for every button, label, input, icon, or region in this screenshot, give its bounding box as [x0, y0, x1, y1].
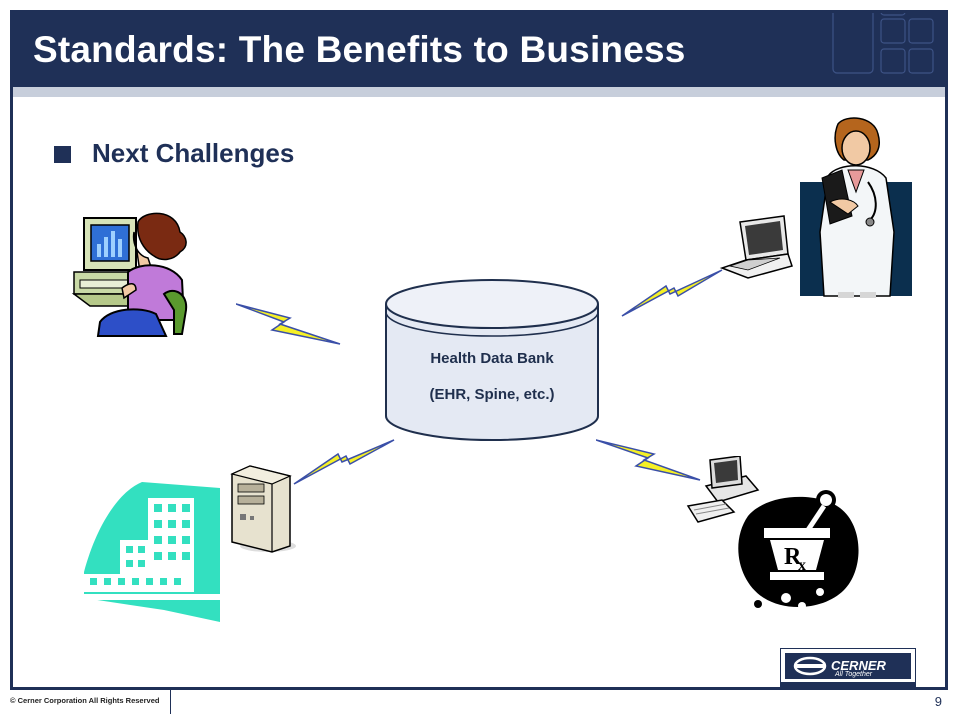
laptop-icon — [719, 215, 793, 279]
footer-divider — [170, 690, 171, 714]
title-underline — [13, 87, 945, 97]
hospital-icon — [82, 482, 222, 622]
cerner-logo: CERNER All Together — [780, 648, 916, 688]
svg-text:x: x — [798, 557, 806, 574]
footer-copyright: © Cerner Corporation All Rights Reserved — [10, 696, 160, 705]
database-label-line1: Health Data Bank — [430, 350, 554, 367]
database-label-line2: (EHR, Spine, etc.) — [429, 386, 555, 403]
lightning-bolt-icon — [236, 303, 341, 345]
server-icon — [230, 465, 296, 553]
svg-text:R: R — [784, 544, 802, 570]
title-grid-decoration — [832, 13, 934, 74]
health-data-bank-cylinder — [385, 279, 599, 441]
title-bar: Standards: The Benefits to Business — [13, 13, 945, 87]
bullet-marker — [54, 146, 71, 163]
bullet-next-challenges: Next Challenges — [92, 138, 295, 168]
doctor-icon — [800, 117, 912, 298]
page-number: 9 — [934, 694, 942, 709]
pharmacy-rx-icon: R x — [738, 490, 859, 610]
logo-inner: CERNER All Together — [785, 653, 911, 679]
slide-title: Standards: The Benefits to Business — [33, 29, 686, 70]
lightning-bolt-icon — [596, 439, 701, 481]
lightning-bolt-icon — [621, 269, 723, 317]
logo-tagline: All Together — [835, 671, 873, 678]
lightning-bolt-icon — [293, 439, 395, 485]
cerner-logo-mark-icon — [793, 656, 827, 676]
desktop-computer-icon — [686, 456, 760, 523]
woman-at-computer-icon — [71, 212, 188, 337]
logo-name: CERNER — [831, 658, 886, 673]
